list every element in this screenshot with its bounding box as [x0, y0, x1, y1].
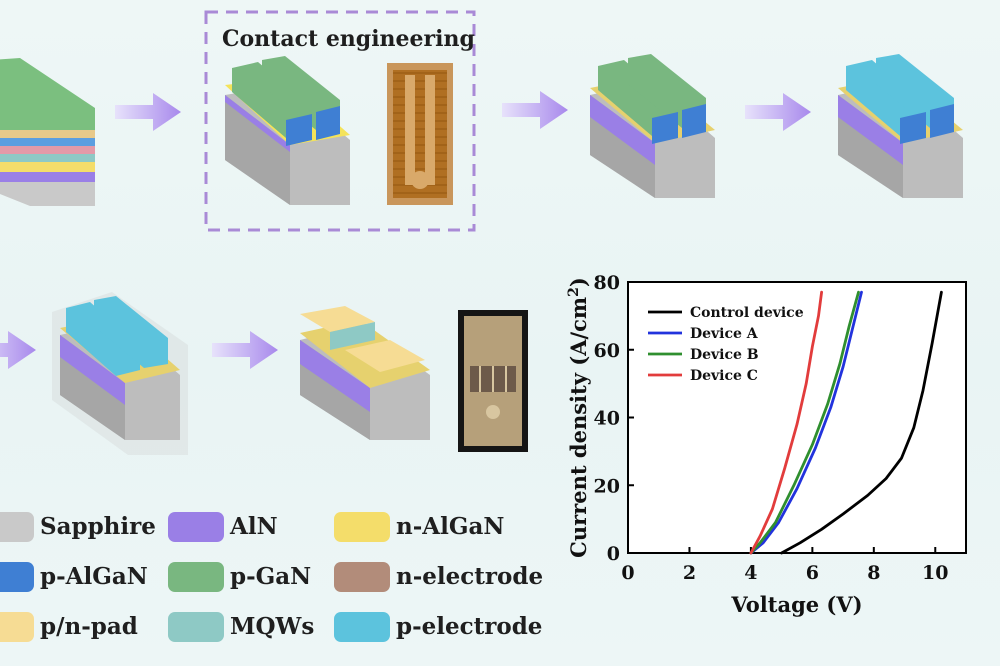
series-line-3 — [749, 290, 860, 555]
stack-5-passivation — [52, 292, 188, 455]
electrode-photo — [387, 63, 453, 205]
y-tick-label: 40 — [594, 408, 620, 430]
arrow-1 — [115, 93, 181, 131]
legend-label: n-electrode — [396, 563, 544, 590]
legend-swatch — [334, 612, 390, 642]
plot-frame — [627, 281, 967, 554]
y-tick-label: 20 — [594, 475, 620, 497]
x-tick-label: 8 — [867, 562, 880, 584]
legend-label: MQWs — [230, 613, 315, 640]
legend-entry-4: Device C — [690, 368, 758, 384]
legend-swatch — [0, 562, 34, 592]
contact-engineering-title: Contact engineering — [222, 26, 475, 52]
legend-swatch — [0, 512, 34, 542]
series-line-1 — [780, 290, 943, 555]
legend-label: p-AlGaN — [40, 563, 148, 590]
legend-entry-3: Device B — [690, 347, 759, 363]
y-tick-label: 0 — [607, 543, 620, 565]
x-tick-label: 6 — [806, 562, 819, 584]
legend-label: Sapphire — [40, 513, 156, 540]
legend-label: p-electrode — [396, 613, 543, 640]
legend-swatch — [168, 512, 224, 542]
legend-swatch — [334, 512, 390, 542]
y-tick-label: 60 — [594, 340, 620, 362]
legend-label: AlN — [230, 513, 278, 540]
x-tick-label: 10 — [922, 562, 948, 584]
x-tick-label: 4 — [744, 562, 757, 584]
y-axis-label: Current density (A/cm2) — [566, 277, 591, 558]
chip-photo — [458, 310, 528, 452]
stack-3 — [590, 54, 715, 198]
x-axis-label: Voltage (V) — [730, 592, 862, 617]
arrow-3 — [745, 93, 811, 131]
arrow-4 — [0, 331, 36, 369]
legend-entry-1: Control device — [690, 305, 804, 321]
legend-swatch — [0, 612, 34, 642]
legend-entry-2: Device A — [690, 326, 759, 342]
arrow-2 — [502, 91, 568, 129]
contact-engineering-frame — [204, 10, 476, 232]
legend-label: p-GaN — [230, 563, 312, 590]
legend-swatch — [334, 562, 390, 592]
series-line-4 — [749, 290, 823, 555]
x-tick-label: 0 — [621, 562, 634, 584]
arrow-5 — [212, 331, 278, 369]
legend-swatch — [168, 612, 224, 642]
stack-1-initial-layers — [0, 58, 95, 206]
series-line-2 — [749, 290, 863, 555]
stack-2-contact — [225, 56, 350, 205]
stack-6-pads — [300, 306, 430, 440]
y-tick-label: 80 — [594, 272, 620, 294]
x-tick-label: 2 — [683, 562, 696, 584]
legend-label: n-AlGaN — [396, 513, 505, 540]
legend-label: p/n-pad — [40, 613, 138, 640]
stack-4 — [838, 54, 963, 198]
legend-swatch — [168, 562, 224, 592]
